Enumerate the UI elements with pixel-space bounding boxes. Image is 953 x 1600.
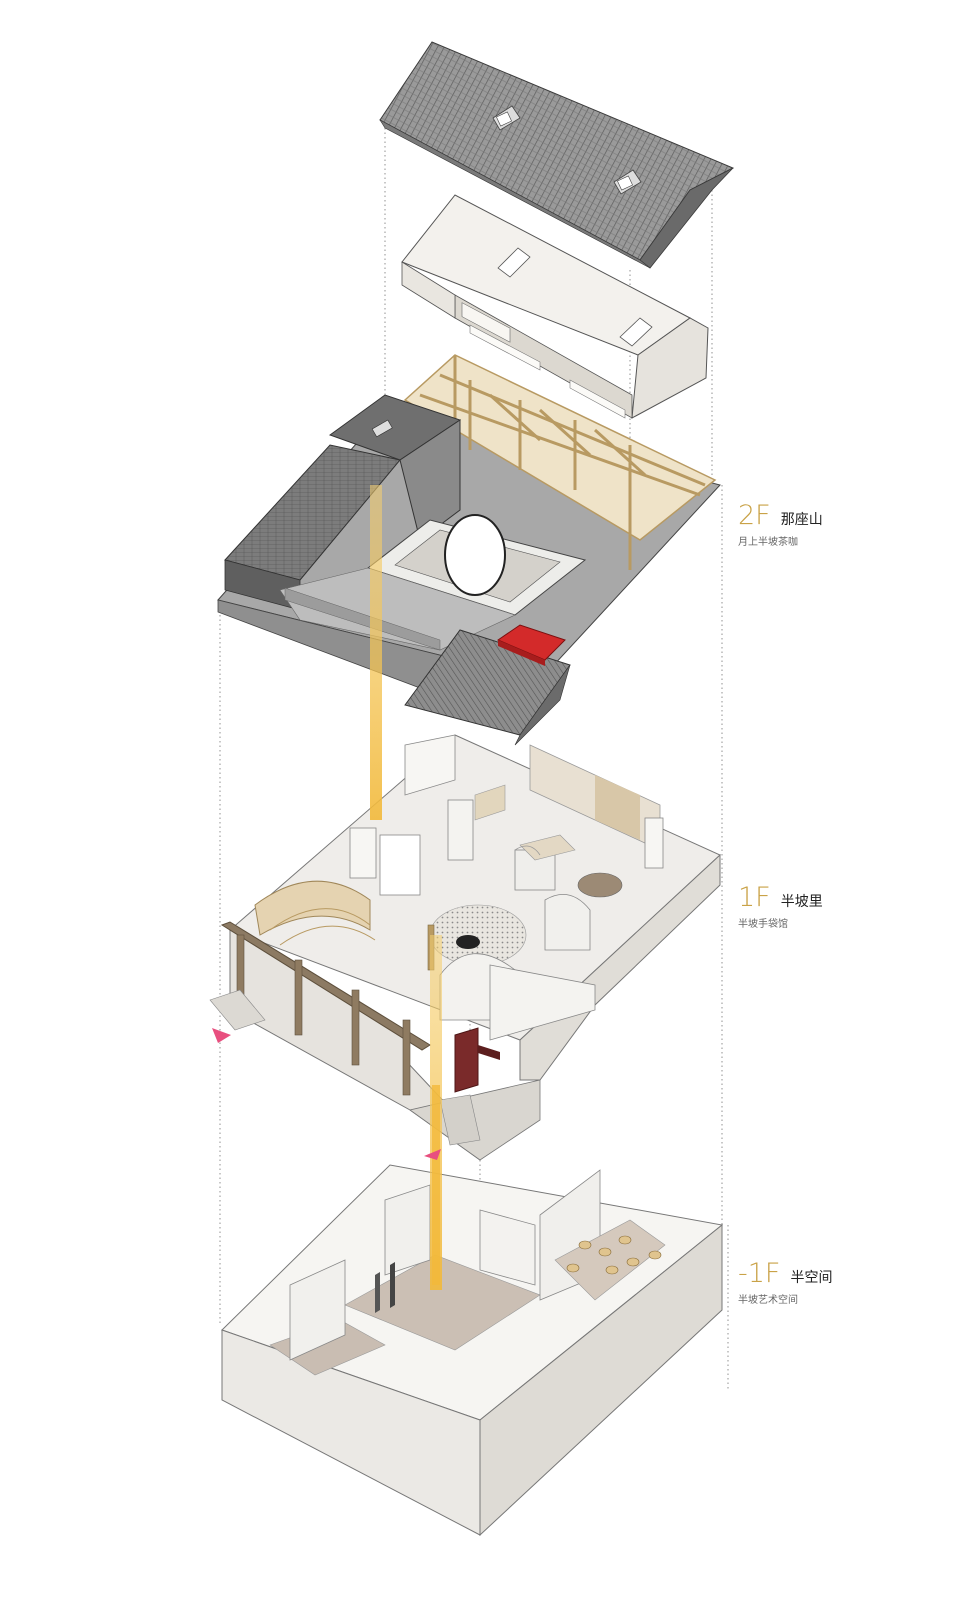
floor-label-1f: 1F 半坡里 半坡手袋馆 [738, 882, 823, 930]
floor-name: 半坡里 [780, 894, 823, 910]
timber-frame [403, 354, 717, 570]
dormer-window-icon [492, 105, 521, 131]
floor-code: 1F [738, 882, 771, 913]
floor-name: 半空间 [790, 1270, 833, 1286]
floor-label-b1: -1F 半空间 半坡艺术空间 [738, 1258, 832, 1306]
floor-2f-model [217, 354, 721, 746]
entrance-marker-icon [212, 1028, 231, 1043]
tile-roof-layer [379, 41, 735, 269]
roof-shell-layer [401, 194, 709, 419]
floor-name: 那座山 [780, 512, 823, 528]
entrance-marker-icon [424, 1149, 441, 1160]
floor-1f-model [209, 734, 721, 1161]
floor-code: 2F [738, 500, 771, 531]
floor-label-2f: 2F 那座山 月上半坡茶咖 [738, 500, 823, 548]
floor-code: -1F [738, 1258, 781, 1289]
floor-b1-model [221, 1164, 724, 1537]
floor-subtitle: 半坡艺术空间 [738, 1295, 798, 1306]
round-stool-icons [566, 1235, 662, 1275]
light-shaft [370, 485, 442, 1290]
floor-subtitle: 半坡手袋馆 [738, 919, 788, 930]
floor-subtitle: 月上半坡茶咖 [738, 537, 798, 548]
dormer-window-icon [613, 169, 642, 195]
